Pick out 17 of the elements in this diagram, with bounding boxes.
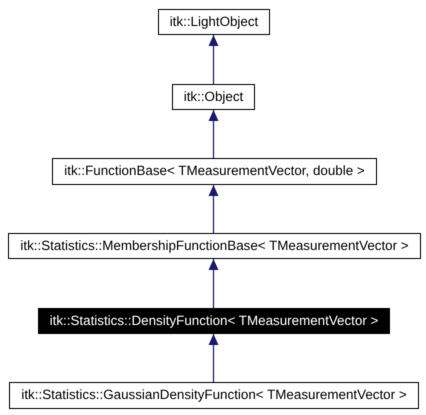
inheritance-arrow [208, 185, 218, 233]
class-name: itk::FunctionBase< TMeasurementVector, double > [64, 164, 365, 179]
class-box [172, 84, 255, 110]
class-name: itk::Statistics::MembershipFunctionBase< TMeasurementVector > [20, 238, 409, 254]
class-box [9, 382, 419, 409]
class-box [52, 158, 377, 185]
class-name: itk::LightObject [170, 14, 258, 30]
inheritance-arrow [208, 334, 218, 382]
class-box [158, 9, 270, 35]
inheritance-arrow [208, 110, 218, 158]
highlighted-class-box [38, 308, 390, 334]
inheritance-arrow [208, 35, 218, 84]
inheritance-arrow [208, 259, 218, 308]
class-name: itk::Statistics::GaussianDensityFunction< TMeasurementVector > [21, 388, 407, 403]
class-box [8, 233, 421, 259]
class-name: itk::Statistics::DensityFunction< TMeasurementVector > [50, 314, 378, 328]
class-name: itk::Object [184, 90, 244, 104]
